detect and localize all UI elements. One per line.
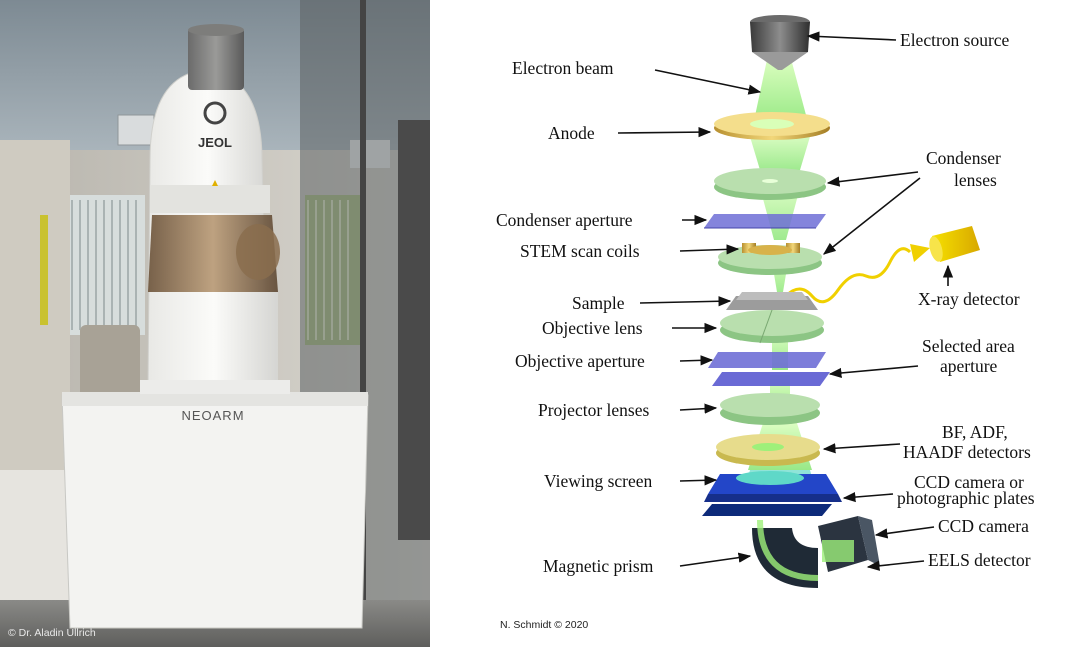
label-viewing-screen: Viewing screen bbox=[544, 471, 653, 491]
label-projector-lenses: Projector lenses bbox=[538, 400, 649, 420]
label-sample: Sample bbox=[572, 293, 625, 313]
arrow-sample bbox=[639, 296, 732, 307]
label-objective-aperture: Objective aperture bbox=[515, 351, 645, 371]
label-magnetic-prism: Magnetic prism bbox=[543, 556, 654, 576]
arrow-eels-detector bbox=[866, 560, 925, 571]
diagram-credit: N. Schmidt © 2020 bbox=[500, 619, 588, 631]
arrow-electron-beam bbox=[654, 69, 762, 95]
label-objective-lens: Objective lens bbox=[542, 318, 643, 338]
tem-schematic-diagram: Electron source Electron beam Anode Cond… bbox=[430, 0, 1080, 647]
label-ccd-camera: CCD camera bbox=[938, 516, 1029, 536]
projector-lenses bbox=[720, 393, 820, 425]
magnetic-prism bbox=[752, 519, 819, 588]
label-condenser-lenses-line2: lenses bbox=[954, 170, 997, 190]
microscope-photo: JEOL NEOARM © Dr. Aladin Ullrich bbox=[0, 0, 430, 647]
x-ray-emission bbox=[784, 244, 930, 304]
viewing-screen bbox=[704, 471, 842, 502]
photo-credit: © Dr. Aladin Ullrich bbox=[8, 627, 96, 639]
arrow-condenser-lens-1 bbox=[826, 171, 919, 187]
label-detectors-line1: BF, ADF, bbox=[942, 422, 1008, 442]
arrow-objective-aperture bbox=[679, 355, 714, 366]
arrow-viewing-screen bbox=[679, 475, 718, 486]
eels-ccd-detector bbox=[818, 516, 880, 572]
electron-source-gun bbox=[750, 15, 810, 70]
label-eels-detector: EELS detector bbox=[928, 550, 1031, 570]
label-x-ray-detector: X-ray detector bbox=[918, 289, 1020, 309]
objective-aperture-plates bbox=[708, 352, 830, 386]
arrow-magnetic-prism bbox=[679, 552, 752, 567]
anode-ring bbox=[714, 112, 830, 140]
arrow-ccd-plates bbox=[842, 491, 894, 503]
label-detectors-line2: HAADF detectors bbox=[903, 442, 1031, 462]
arrow-condenser-lens-2 bbox=[822, 177, 921, 255]
neoarm-model-text: NEOARM bbox=[181, 408, 244, 423]
arrow-ccd-camera bbox=[874, 526, 935, 539]
x-ray-detector-cylinder bbox=[929, 226, 980, 262]
label-ccd-plates-line1: CCD camera or bbox=[914, 472, 1024, 492]
label-ccd-plates-line2: photographic plates bbox=[897, 488, 1035, 508]
arrow-detectors bbox=[822, 443, 901, 454]
label-electron-beam: Electron beam bbox=[512, 58, 614, 78]
ccd-camera-plates bbox=[702, 504, 832, 516]
stem-scan-coils bbox=[718, 243, 822, 275]
condenser-aperture-plate bbox=[704, 214, 826, 229]
arrow-anode bbox=[617, 127, 712, 138]
label-electron-source: Electron source bbox=[900, 30, 1010, 50]
arrow-stem-scan-coils bbox=[679, 244, 740, 255]
jeol-logo-text: JEOL bbox=[198, 135, 232, 150]
label-anode: Anode bbox=[548, 123, 595, 143]
bf-adf-haadf-detectors bbox=[716, 434, 820, 466]
sample-specimen bbox=[726, 292, 818, 310]
condenser-lens-1 bbox=[714, 168, 826, 200]
arrow-electron-source bbox=[806, 31, 897, 42]
label-selected-area-line2: aperture bbox=[940, 356, 998, 376]
label-condenser-lenses-line1: Condenser bbox=[926, 148, 1001, 168]
arrow-projector-lenses bbox=[679, 403, 718, 414]
label-selected-area-line1: Selected area bbox=[922, 336, 1015, 356]
arrow-selected-area-aperture bbox=[828, 365, 919, 379]
objective-lens bbox=[720, 309, 824, 344]
label-condenser-aperture: Condenser aperture bbox=[496, 210, 633, 230]
label-stem-scan-coils: STEM scan coils bbox=[520, 241, 640, 261]
